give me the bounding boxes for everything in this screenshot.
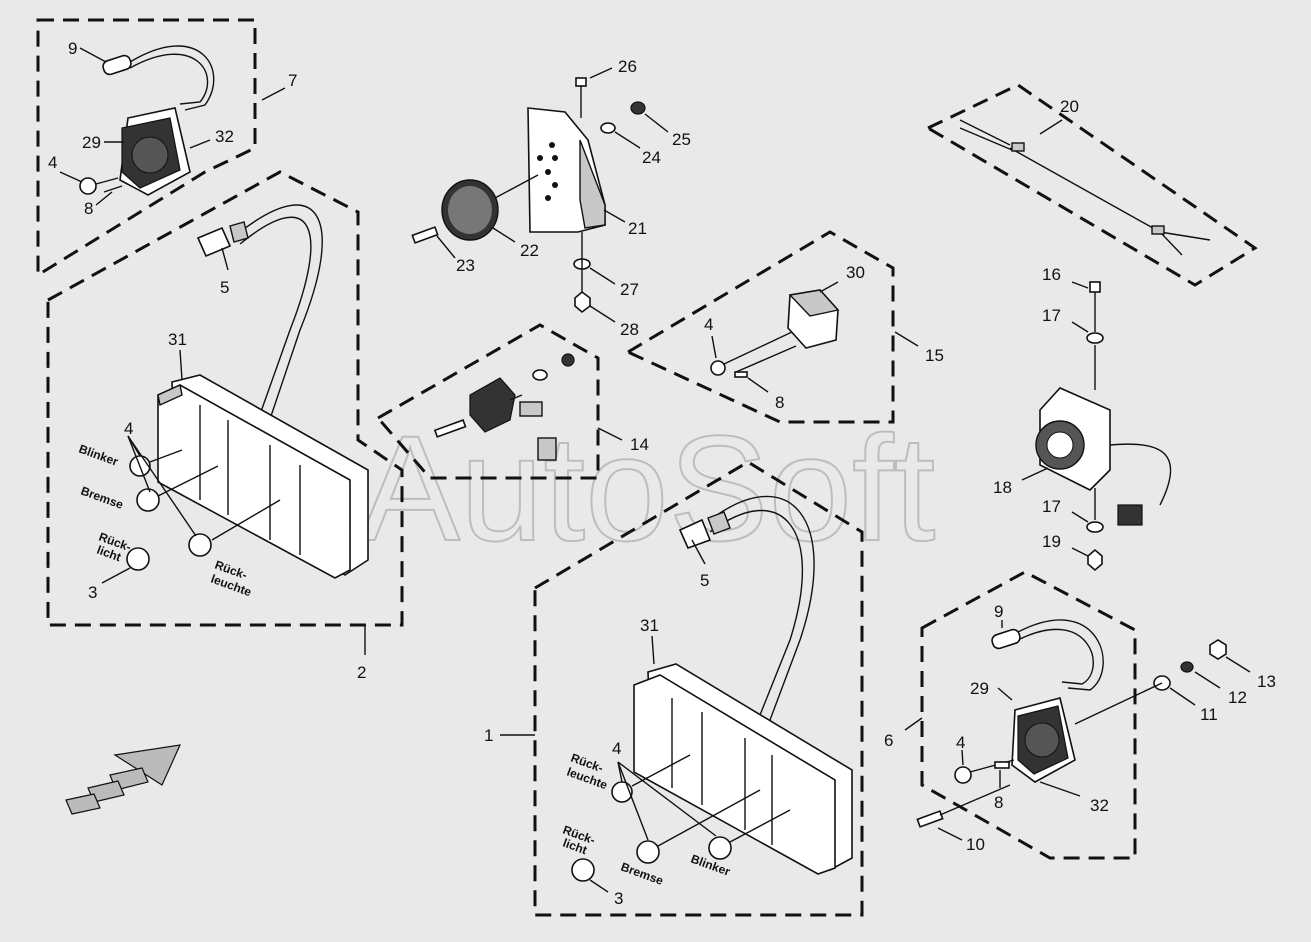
group-20-outline [924,83,1258,287]
callout-5: 5 [220,278,229,297]
callout-8: 8 [84,199,93,218]
callout-31: 31 [168,330,187,349]
callout-10: 10 [966,835,985,854]
callout-16: 16 [1042,265,1061,284]
group-1-rear-light [500,495,853,893]
callout-19: 19 [1042,532,1061,551]
callout-4: 4 [48,153,57,172]
group-6-outline [920,570,1137,860]
callout-25: 25 [672,130,691,149]
label-blinker-left: Blinker [77,442,120,469]
callout-8: 8 [775,393,784,412]
callout-29: 29 [82,133,101,152]
callout-11: 11 [1200,705,1218,724]
callout-6: 6 [884,731,893,750]
callout-22: 22 [520,241,539,260]
group-14-outline [375,323,600,480]
callout-1: 1 [484,726,493,745]
callout-31: 31 [640,616,659,635]
callout-4: 4 [124,419,133,438]
group-7-outline [36,18,257,278]
callout-17: 17 [1042,497,1061,516]
callout-5: 5 [700,571,709,590]
callout-15: 15 [925,346,944,365]
group-15-lamp [710,281,919,393]
callout-3: 3 [614,889,623,908]
label-bremse-left: Bremse [79,484,125,512]
callout-14: 14 [630,435,649,454]
callout-18: 18 [993,478,1012,497]
reflector-bracket [411,67,669,323]
callout-8: 8 [994,793,1003,812]
watermark: AutoSoft [360,404,935,572]
callout-3: 3 [88,583,97,602]
callout-4: 4 [612,739,621,758]
callout-27: 27 [620,280,639,299]
callout-9: 9 [68,39,77,58]
group-7-lamp [59,45,286,206]
callout-2: 2 [357,663,366,682]
callout-32: 32 [215,127,234,146]
callout-7: 7 [288,71,297,90]
callout-4: 4 [704,315,713,334]
group-2-rear-light [101,204,369,655]
group-6-lamp [904,619,1251,841]
group-1-outline [533,460,864,917]
callout-32: 32 [1090,796,1109,815]
callout-30: 30 [846,263,865,282]
reverse-buzzer [1021,281,1172,572]
group-14-mount [433,353,623,461]
callout-26: 26 [618,57,637,76]
direction-arrow [65,744,182,815]
callout-23: 23 [456,256,475,275]
callout-28: 28 [620,320,639,339]
callout-24: 24 [642,148,661,167]
callout-4: 4 [956,733,965,752]
group-2-outline [46,170,404,627]
group-20-cable [959,119,1211,256]
label-bremse-right: Bremse [619,860,665,888]
callout-9: 9 [994,602,1003,621]
callout-20: 20 [1060,97,1079,116]
callout-17: 17 [1042,306,1061,325]
callout-12: 12 [1228,688,1247,707]
callout-21: 21 [628,219,647,238]
callout-numbers: 9 7 29 32 4 8 5 31 4 3 2 26 25 24 21 22 … [48,39,1276,908]
callout-13: 13 [1257,672,1276,691]
callout-29: 29 [970,679,989,698]
group-15-outline [624,230,895,424]
